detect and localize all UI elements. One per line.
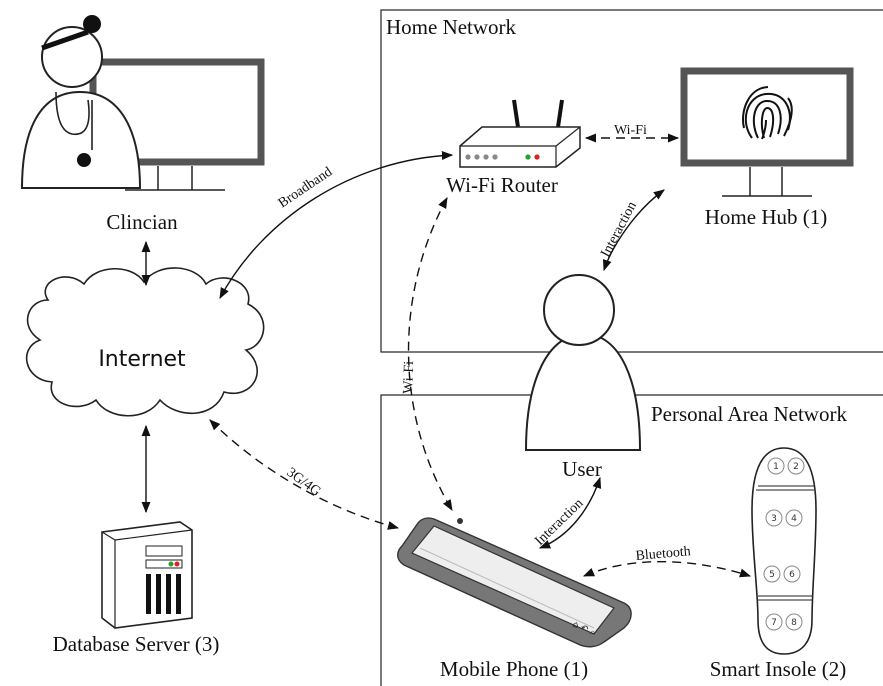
sensor-circle (783, 565, 801, 583)
internet-phone-label: 3G/4G (284, 465, 324, 500)
database-server-node: Database Server (3) (53, 521, 220, 656)
cloud-icon (25, 267, 265, 417)
sensor-label: 4 (791, 514, 797, 524)
insole-sensors: 1 2 3 4 5 6 7 8 (763, 457, 805, 631)
clinician-icon (20, 15, 142, 189)
phone-icon: ⌂ ↶ ⌕ (397, 517, 632, 648)
sensor-label: 3 (771, 514, 777, 524)
router-phone-label: Wi-Fi (401, 361, 417, 394)
sensor-circle (787, 457, 805, 475)
sensor-label: 7 (771, 618, 777, 628)
smart-insole-label: Smart Insole (2) (710, 657, 846, 681)
personal-area-network-title: Personal Area Network (651, 402, 847, 426)
smart-insole-node: 1 2 3 4 5 6 7 8 Smart Insole (2) (710, 447, 846, 681)
home-network-title: Home Network (386, 15, 517, 39)
home-hub-label: Home Hub (1) (705, 205, 827, 229)
wifi-router-label: Wi-Fi Router (446, 173, 558, 197)
home-hub-node: Home Hub (1) (680, 67, 854, 229)
home-network-region: Home Network (380, 9, 883, 353)
sensor-label: 2 (793, 462, 799, 472)
personal-area-network-region: Personal Area Network (380, 394, 883, 686)
phone-user-edge (538, 476, 602, 549)
internet-phone-edge (209, 419, 400, 530)
user-label: User (562, 457, 602, 481)
user-icon (524, 274, 642, 451)
internet-node: Internet (25, 267, 265, 417)
phone-insole-label: Bluetooth (635, 544, 691, 564)
broadband-edge (219, 151, 454, 299)
sensor-label: 8 (791, 618, 797, 628)
internet-label: Internet (98, 347, 186, 372)
mobile-phone-label: Mobile Phone (1) (440, 657, 588, 681)
sensor-circle (763, 565, 781, 583)
sensor-label: 5 (769, 570, 775, 580)
wifi-router-node: Wi-Fi Router (446, 99, 581, 197)
phone-insole-edge (582, 561, 752, 578)
clinician-node: Clincian (20, 15, 265, 234)
server-icon (101, 521, 193, 629)
database-server-label: Database Server (3) (53, 632, 220, 656)
sensor-circle (765, 613, 783, 631)
sensor-label: 1 (773, 462, 779, 472)
user-node: User (524, 274, 642, 481)
fingerprint-icon (742, 86, 793, 140)
hub-user-edge (602, 189, 665, 272)
phone-user-label: Interaction (532, 496, 586, 549)
sensor-circle (785, 613, 803, 631)
hub-user-label: Interaction (598, 199, 640, 260)
router-hub-label: Wi-Fi (614, 123, 647, 138)
mobile-phone-node: ⌂ ↶ ⌕ Mobile Phone (1) (397, 517, 632, 681)
sensor-label: 6 (789, 570, 795, 580)
router-icon (459, 99, 581, 168)
sensor-circle (785, 509, 803, 527)
clinician-label: Clincian (106, 210, 178, 234)
insole-icon (751, 447, 817, 655)
sensor-circle (767, 457, 785, 475)
sensor-circle (765, 509, 783, 527)
router-phone-edge (407, 197, 453, 511)
